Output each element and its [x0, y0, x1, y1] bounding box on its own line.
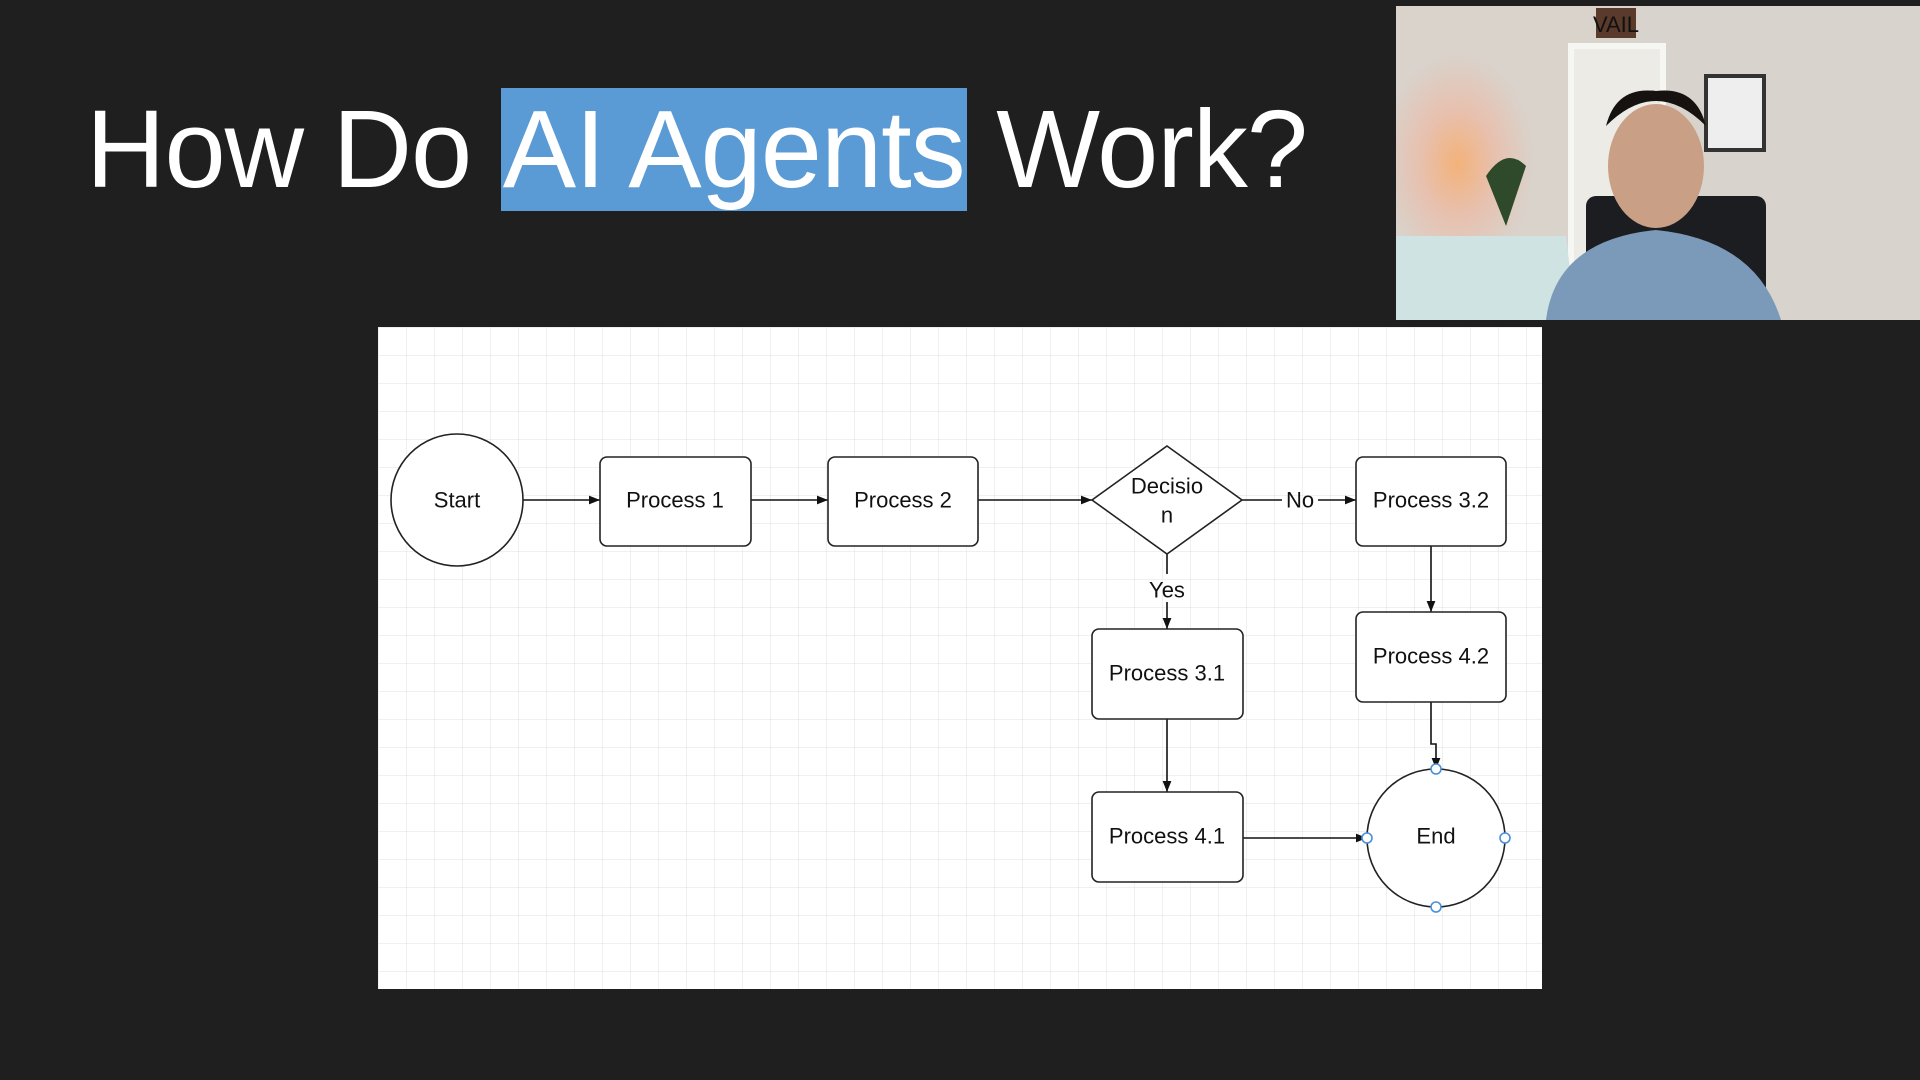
decision-node[interactable] [1090, 445, 1244, 555]
webcam-video: VAIL [1396, 6, 1920, 320]
connection-handle-left[interactable] [1361, 832, 1373, 844]
process-3-2-node[interactable] [1355, 456, 1507, 547]
person-shirt [1546, 230, 1781, 320]
process-2-label: Process 2 [854, 488, 952, 513]
title-suffix: Work? [966, 88, 1308, 211]
start-label: Start [434, 488, 480, 513]
process-4-1-label: Process 4.1 [1109, 824, 1225, 849]
connection-handle-top[interactable] [1430, 763, 1442, 775]
person-hair [1606, 90, 1706, 126]
process-3-2-label: Process 3.2 [1373, 488, 1489, 513]
decision-label-line2: n [1161, 503, 1173, 528]
connection-handle-bottom[interactable] [1430, 901, 1442, 913]
process-1-label: Process 1 [626, 488, 724, 513]
process-4-1-node[interactable] [1091, 791, 1244, 883]
bed [1396, 236, 1576, 320]
person-face [1608, 104, 1704, 228]
title-highlighted-text[interactable]: AI Agents [500, 88, 967, 211]
edge-label-yes: Yes [1149, 578, 1185, 603]
slide-title: How Do AI Agents Work? [86, 86, 1308, 213]
edge-p42-end[interactable] [1430, 702, 1441, 769]
process-4-2-label: Process 4.2 [1373, 644, 1489, 669]
title-prefix: How Do [86, 88, 501, 211]
connection-handle-right[interactable] [1499, 832, 1511, 844]
process-3-1-node[interactable] [1091, 628, 1244, 720]
wall-art [1704, 74, 1766, 152]
grid [378, 327, 1542, 989]
end-label: End [1416, 824, 1455, 849]
process-2-node[interactable] [827, 456, 979, 547]
poster-text: VAIL [1593, 12, 1639, 37]
start-node[interactable] [390, 433, 524, 567]
process-4-2-node[interactable] [1355, 611, 1507, 703]
vail-poster [1596, 8, 1636, 38]
decision-label-line1: Decisio [1131, 474, 1203, 499]
edge-label-no: No [1286, 488, 1314, 513]
connectors [523, 495, 1441, 843]
process-1-node[interactable] [599, 456, 752, 547]
plant [1486, 158, 1526, 226]
process-3-1-label: Process 3.1 [1109, 661, 1225, 686]
